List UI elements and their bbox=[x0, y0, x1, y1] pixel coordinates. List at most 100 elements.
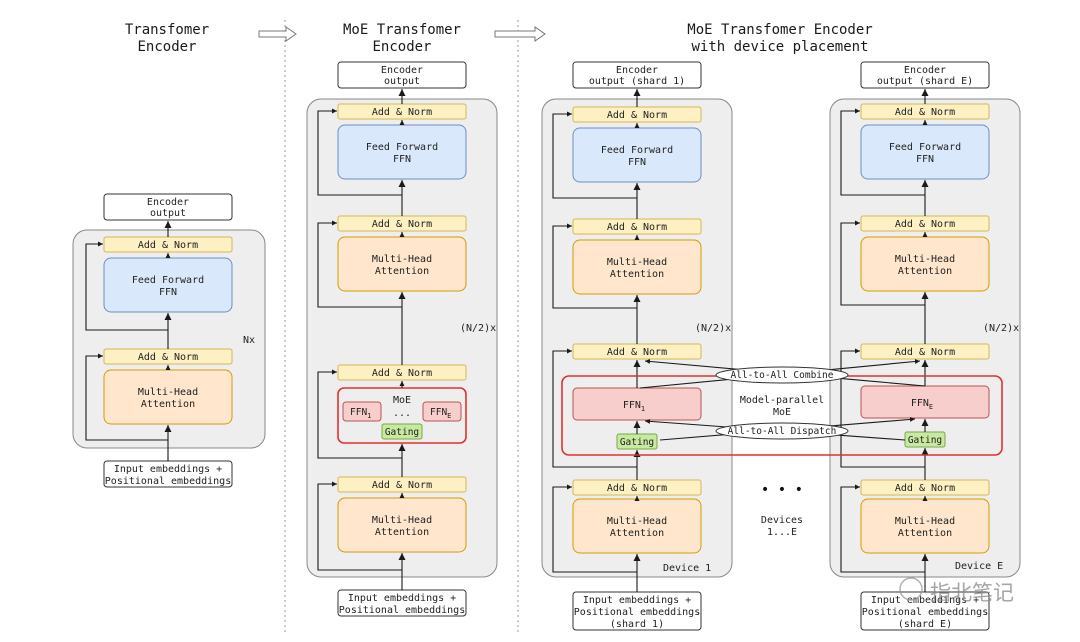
title-col1-line2: Encoder bbox=[137, 39, 196, 55]
all-to-all-dispatch-oval bbox=[715, 422, 849, 440]
input-shardE-label-2: Positional embeddings bbox=[862, 607, 988, 618]
mha-label-1: Multi-Head bbox=[372, 254, 432, 265]
mha-label-1: Multi-Head bbox=[607, 516, 667, 527]
add-norm-label: Add & Norm bbox=[607, 110, 667, 121]
input-shard1-label-3: (shard 1) bbox=[610, 619, 664, 630]
expert-ffn1-label: FFN1 bbox=[623, 400, 645, 413]
expert-ffnE-label: FFNE bbox=[430, 407, 451, 420]
n2x-label: (N/2)x bbox=[983, 323, 1019, 334]
encoder-output-shard1-label-1: Encoder bbox=[616, 65, 658, 76]
mha-label-2: Attention bbox=[610, 269, 664, 280]
add-norm-label: Add & Norm bbox=[372, 107, 432, 118]
encoder-output-shard1-label-2: output (shard 1) bbox=[589, 76, 685, 87]
add-norm-label: Add & Norm bbox=[372, 368, 432, 379]
encoder-output-box bbox=[337, 61, 467, 89]
add-norm-label: Add & Norm bbox=[895, 483, 955, 494]
add-norm-label: Add & Norm bbox=[607, 347, 667, 358]
input-shardE-label-1: Input embeddings + bbox=[871, 595, 979, 606]
flow-arrow-2 bbox=[494, 26, 546, 42]
mha-label-2: Attention bbox=[610, 528, 664, 539]
encoder-output-shard1-box bbox=[572, 61, 702, 89]
feed-forward-label-1: Feed Forward bbox=[366, 142, 438, 153]
expert-ellipsis: ... bbox=[393, 408, 411, 419]
watermark-text: 指北笔记 bbox=[930, 581, 1014, 605]
flow-arrow-1 bbox=[258, 26, 297, 42]
model-parallel-label-2: MoE bbox=[773, 407, 791, 418]
column-transformer-encoder: Encoder output Add & Norm Feed Forward F… bbox=[72, 193, 266, 488]
watermark: 指北笔记 bbox=[899, 577, 1014, 605]
add-norm-label: Add & Norm bbox=[138, 352, 198, 363]
input-shard1-label-1: Input embeddings + bbox=[583, 595, 691, 606]
title-col1-line1: Transfomer bbox=[125, 22, 209, 38]
encoder-output-shardE-label-2: output (shard E) bbox=[877, 76, 973, 87]
all-to-all-combine-label: All-to-All Combine bbox=[731, 370, 834, 381]
device-e-column: Encoder output (shard E) Add & Norm Feed… bbox=[829, 61, 1021, 631]
encoder-output-label-1: Encoder bbox=[147, 197, 189, 208]
devices-label-1: Devices bbox=[761, 515, 803, 526]
add-norm-label: Add & Norm bbox=[372, 219, 432, 230]
add-norm-label: Add & Norm bbox=[372, 480, 432, 491]
title-col2-line1: MoE Transfomer bbox=[343, 22, 461, 38]
gating-label: Gating bbox=[620, 437, 654, 448]
mha-label-1: Multi-Head bbox=[607, 257, 667, 268]
expert-ffnE-label: FFNE bbox=[911, 398, 933, 411]
title-col3-line2: with device placement bbox=[691, 39, 868, 55]
add-norm-label: Add & Norm bbox=[138, 240, 198, 251]
encoder-output-label-2: output bbox=[150, 208, 186, 219]
encoder-output-label-2: output bbox=[384, 76, 420, 87]
column-moe-transformer-encoder: Encoder output Add & Norm Feed Forward F… bbox=[306, 61, 498, 617]
moe-label: MoE bbox=[393, 395, 411, 406]
encoder-output-shardE-label-1: Encoder bbox=[904, 65, 946, 76]
nx-label: Nx bbox=[243, 335, 255, 346]
encoder-output-label-1: Encoder bbox=[381, 65, 423, 76]
add-norm-label: Add & Norm bbox=[895, 219, 955, 230]
expert-ffn1-box bbox=[342, 401, 382, 422]
feed-forward-label-2: FFN bbox=[628, 157, 646, 168]
feed-forward-label-1: Feed Forward bbox=[132, 275, 204, 286]
devices-ellipsis-dots: • • • bbox=[761, 482, 803, 498]
add-norm-label: Add & Norm bbox=[607, 483, 667, 494]
gating-label: Gating bbox=[385, 427, 419, 438]
device-1-column: Encoder output (shard 1) Add & Norm Feed… bbox=[541, 61, 733, 631]
mha-label-2: Attention bbox=[898, 528, 952, 539]
model-parallel-label-1: Model-parallel bbox=[740, 395, 824, 406]
input-shardE-label-3: (shard E) bbox=[898, 619, 952, 630]
mha-label-1: Multi-Head bbox=[138, 387, 198, 398]
watermark-icon bbox=[899, 577, 923, 601]
title-col2-line2: Encoder bbox=[372, 39, 431, 55]
feed-forward-label-1: Feed Forward bbox=[601, 145, 673, 156]
add-norm-label: Add & Norm bbox=[895, 107, 955, 118]
n2x-label: (N/2)x bbox=[695, 323, 731, 334]
encoder-output-shardE-box bbox=[860, 61, 990, 89]
device-e-label: Device E bbox=[955, 561, 1003, 572]
all-to-all-dispatch-label: All-to-All Dispatch bbox=[728, 426, 837, 437]
gating-label: Gating bbox=[908, 435, 942, 446]
add-norm-label: Add & Norm bbox=[895, 347, 955, 358]
expert-ffn1-label: FFN1 bbox=[350, 407, 371, 420]
input-embeddings-label-2: Positional embeddings bbox=[339, 605, 465, 616]
feed-forward-label-2: FFN bbox=[159, 287, 177, 298]
input-embeddings-label-1: Input embeddings + bbox=[348, 593, 456, 604]
mha-label-1: Multi-Head bbox=[372, 515, 432, 526]
device-1-label: Device 1 bbox=[663, 563, 711, 574]
gating-box bbox=[381, 423, 423, 440]
feed-forward-label-1: Feed Forward bbox=[889, 142, 961, 153]
mha-label-2: Attention bbox=[141, 399, 195, 410]
feed-forward-label-2: FFN bbox=[393, 154, 411, 165]
input-embeddings-label-2: Positional embeddings bbox=[105, 476, 231, 487]
input-shard1-label-2: Positional embeddings bbox=[574, 607, 700, 618]
expert-ffnE-box bbox=[422, 401, 462, 422]
add-norm-label: Add & Norm bbox=[607, 222, 667, 233]
all-to-all-combine-oval bbox=[715, 366, 849, 384]
mha-label-2: Attention bbox=[898, 266, 952, 277]
encoder-output-box bbox=[103, 193, 233, 221]
mha-label-2: Attention bbox=[375, 266, 429, 277]
title-col3-line1: MoE Transfomer Encoder bbox=[687, 22, 872, 38]
input-embeddings-label-1: Input embeddings + bbox=[114, 464, 222, 475]
feed-forward-label-2: FFN bbox=[916, 154, 934, 165]
mha-label-1: Multi-Head bbox=[895, 254, 955, 265]
n2x-label: (N/2)x bbox=[460, 323, 496, 334]
devices-label-2: 1...E bbox=[767, 527, 797, 538]
mha-label-1: Multi-Head bbox=[895, 516, 955, 527]
